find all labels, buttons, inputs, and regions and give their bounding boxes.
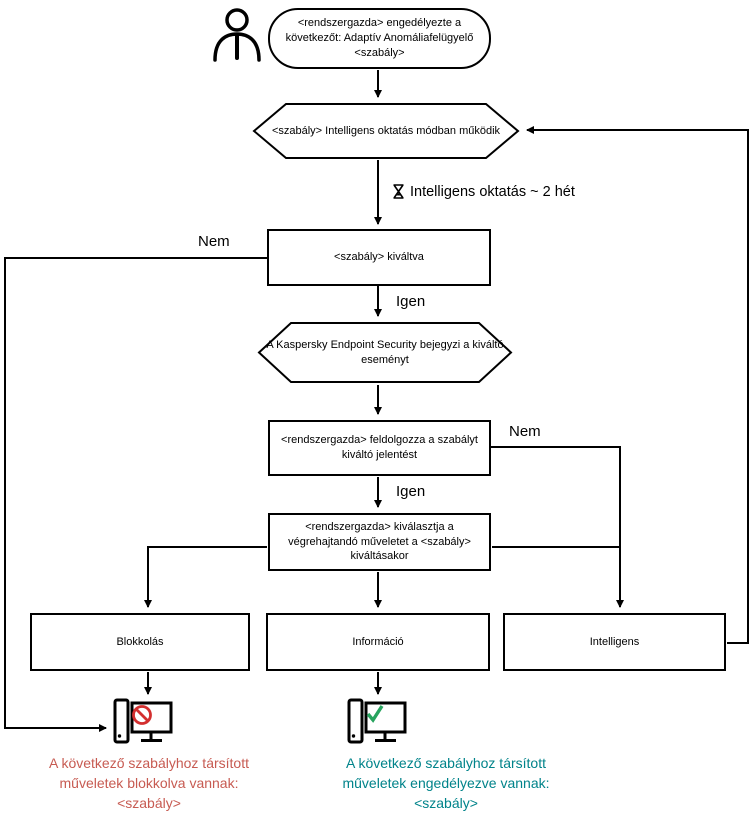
node-action-block: Blokkolás [30, 613, 250, 671]
edge-label-nem-1: Nem [198, 233, 230, 250]
node-action-inform: Információ [266, 613, 490, 671]
node-admin-processes-label: <rendszergazda> feldolgozza a szabályt k… [281, 434, 478, 461]
node-action-smart-label: Intelligens [589, 635, 640, 648]
node-admin-selects-label: <rendszergazda> kiválasztja a végrehajta… [288, 520, 471, 563]
node-logs-event-label: A Kaspersky Endpoint Security bejegyzi a… [266, 338, 504, 366]
computer-blocked-icon [113, 698, 173, 744]
node-training-mode-label: <szabály> Intelligens oktatás módban műk… [271, 124, 501, 137]
computer-allowed-icon [347, 698, 407, 744]
node-admin-processes: <rendszergazda> feldolgozza a szabályt k… [268, 420, 491, 476]
node-action-block-label: Blokkolás [116, 635, 164, 648]
result-allowed-line3: <szabály> [414, 795, 478, 811]
edge-label-igen-1: Igen [396, 293, 426, 310]
training-duration-label: Intelligens oktatás ~ 2 hét [410, 183, 575, 200]
edge-smart-loop-to-training [526, 126, 749, 644]
node-admin-selects: <rendszergazda> kiválasztja a végrehajta… [268, 513, 491, 571]
edge-processes-no-to-smart [491, 446, 624, 608]
training-duration-note: Intelligens oktatás ~ 2 hét [392, 183, 575, 200]
result-blocked-line1: A következő szabályhoz társított [49, 755, 249, 771]
result-allowed-text: A következő szabályhoz társított művelet… [321, 753, 571, 813]
hourglass-icon [393, 184, 404, 199]
node-action-inform-label: Információ [352, 635, 404, 648]
node-training-mode: <szabály> Intelligens oktatás módban műk… [252, 102, 520, 160]
check-mark [366, 705, 384, 723]
result-allowed-line1: A következő szabályhoz társított [346, 755, 546, 771]
result-allowed-line2: műveletek engedélyezve vannak: [342, 775, 550, 791]
node-logs-event: A Kaspersky Endpoint Security bejegyzi a… [257, 321, 513, 384]
result-blocked-text: A következő szabályhoz társított művelet… [8, 753, 290, 813]
edge-label-nem-2: Nem [509, 423, 541, 440]
result-blocked-line2: műveletek blokkolva vannak: [59, 775, 239, 791]
node-action-smart: Intelligens [503, 613, 726, 671]
hexagon-shape [257, 322, 513, 383]
node-start: <rendszergazda> engedélyezte a következő… [268, 8, 491, 69]
node-rule-triggered: <szabály> kiváltva [267, 229, 491, 286]
hexagon-shape [252, 103, 520, 159]
edge-selects-to-block [144, 546, 267, 608]
node-start-label: <rendszergazda> engedélyezte a következő… [285, 17, 474, 59]
node-rule-triggered-label: <szabály> kiváltva [334, 251, 424, 264]
edge-label-igen-2: Igen [396, 483, 426, 500]
administrator-icon [213, 8, 261, 62]
edge-triggered-no-to-blocked [4, 257, 268, 732]
result-blocked-line3: <szabály> [117, 795, 181, 811]
